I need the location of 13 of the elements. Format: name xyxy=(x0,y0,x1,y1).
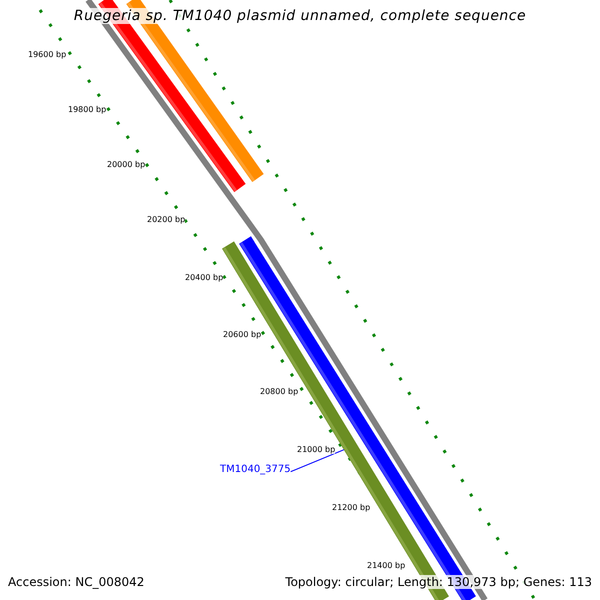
scale-label: 19600 bp xyxy=(28,50,66,59)
scale-label: 20400 bp xyxy=(185,273,224,282)
scale-label: 20800 bp xyxy=(260,387,298,396)
scale-label: 19800 bp xyxy=(68,105,106,114)
summary-text: Topology: circular; Length: 130,973 bp; Genes: 113 xyxy=(285,575,592,589)
scale-label: 21400 bp xyxy=(367,561,406,570)
scale-label: 20600 bp xyxy=(223,330,262,339)
leader-line xyxy=(290,449,344,472)
scale-label: 20200 bp xyxy=(147,215,186,224)
accession-text: Accession: NC_008042 xyxy=(8,575,144,589)
scale-label: 20000 bp xyxy=(107,160,146,169)
scale-label: 21200 bp xyxy=(332,503,370,512)
scale-label: 21000 bp xyxy=(297,445,336,454)
